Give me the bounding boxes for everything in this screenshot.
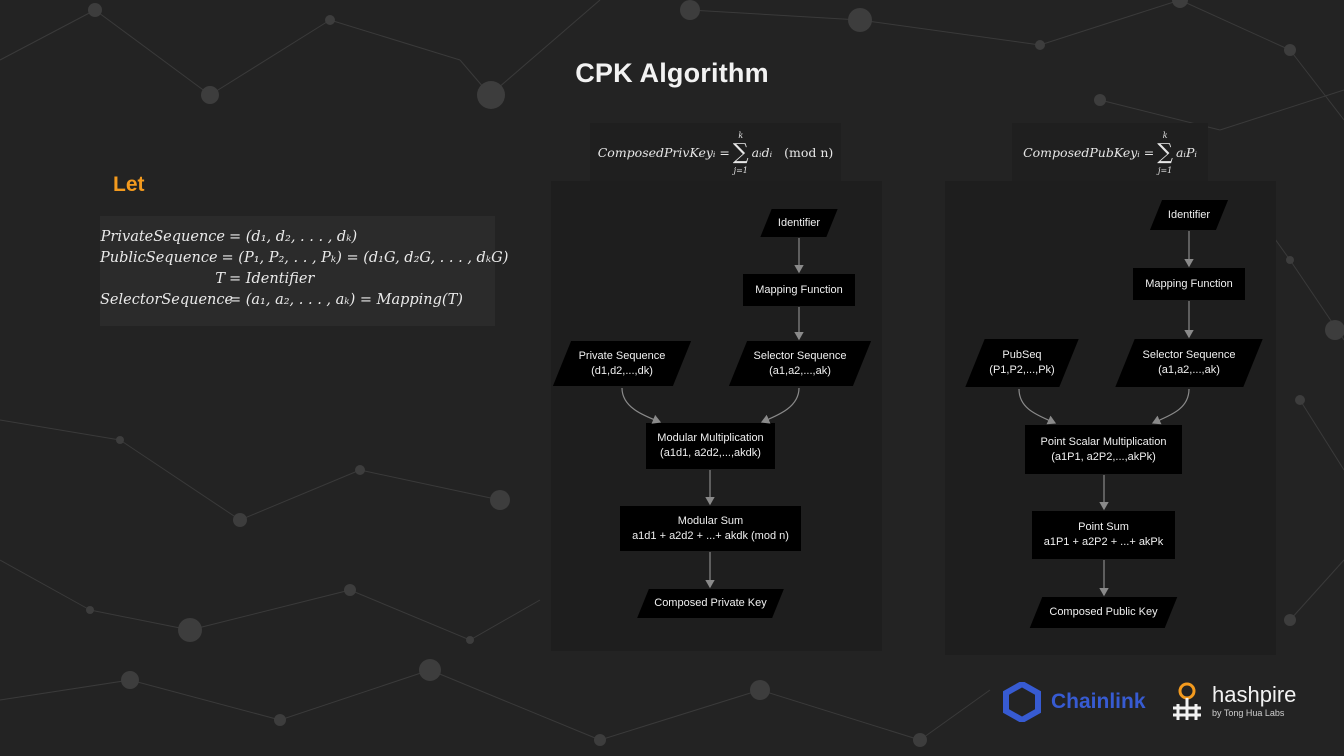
private-sequence-node: Private Sequence (d1,d2,...,dk) [552, 341, 692, 386]
composed-public-key-node: Composed Public Key [1029, 597, 1178, 628]
formula-mod: (mod n) [784, 144, 834, 160]
node-sublabel: (a1d1, a2d2,...,akdk) [660, 447, 761, 459]
point-sum-node: Point Sum a1P1 + a2P2 + ...+ akPk [1032, 511, 1175, 559]
point-scalar-multiplication-node: Point Scalar Multiplication (a1P1, a2P2,… [1025, 425, 1182, 474]
node-label: Point Scalar Multiplication [1040, 435, 1167, 448]
let-label: Let [113, 173, 145, 196]
private-identifier-node: Identifier [760, 209, 838, 237]
sum-lower-bound: j=1 [1157, 165, 1173, 175]
chainlink-hexagon-icon [1003, 682, 1041, 722]
definition-rhs: = (d₁, d₂, . . . , dₖ) [229, 228, 358, 245]
node-label: Modular Sum [677, 514, 744, 527]
node-label: Identifier [1167, 208, 1211, 221]
hashpire-wordmark: hashpire [1212, 682, 1297, 707]
formula-term: aᵢdᵢ [751, 144, 773, 160]
node-label: Selector Sequence [753, 349, 847, 362]
sum-lower-bound: j=1 [733, 165, 748, 175]
private-mapping-function-node: Mapping Function [743, 274, 855, 306]
definition-row: SelectorSequence = (a₁, a₂, . . . , aₖ) … [100, 289, 495, 310]
node-label: Mapping Function [1145, 277, 1233, 290]
definition-row: T = Identifier [100, 268, 495, 289]
sum-upper-bound: k [738, 130, 744, 140]
node-sublabel: a1P1 + a2P2 + ...+ akPk [1043, 536, 1164, 548]
definition-row: PublicSequence = (P₁, P₂, . . , Pₖ) = (d… [100, 247, 508, 268]
public-sequence-node: PubSeq (P1,P2,...,Pk) [965, 339, 1079, 387]
private-flow-panel [551, 181, 882, 651]
node-label: Mapping Function [755, 283, 843, 296]
definition-rhs: = Identifier [229, 270, 315, 287]
public-mapping-function-node: Mapping Function [1133, 268, 1245, 300]
node-sublabel: (a1,a2,...,ak) [1158, 364, 1220, 376]
slide-title: CPK Algorithm [575, 58, 769, 88]
definition-lhs: SelectorSequence [100, 291, 234, 308]
definition-row: PrivateSequence = (d₁, d₂, . . . , dₖ) [100, 226, 495, 247]
chainlink-wordmark: Chainlink [1051, 690, 1146, 713]
hashpire-logo: hashpire by Tong Hua Labs [1170, 680, 1296, 722]
definition-lhs: T [215, 270, 225, 287]
node-sublabel: (d1,d2,...,dk) [591, 364, 653, 377]
node-label: Selector Sequence [1142, 349, 1236, 361]
definition-lhs: PublicSequence [100, 249, 218, 266]
node-sublabel: a1d1 + a2d2 + ...+ akdk (mod n) [632, 529, 789, 542]
hashpire-subtitle: by Tong Hua Labs [1212, 708, 1285, 718]
definition-rhs: = (P₁, P₂, . . , Pₖ) = (d₁G, d₂G, . . . … [221, 249, 509, 266]
sum-upper-bound: k [1162, 130, 1168, 140]
node-label: Private Sequence [578, 349, 666, 362]
node-label: Modular Multiplication [657, 432, 764, 444]
public-flow-panel [945, 181, 1276, 655]
formula-lhs: ComposedPrivKeyᵢ = [597, 144, 730, 160]
formula-lhs: ComposedPubKeyᵢ = [1023, 144, 1155, 160]
node-label: Identifier [777, 216, 821, 229]
definition-rhs: = (a₁, a₂, . . . , aₖ) = Mapping(T) [229, 291, 463, 308]
public-identifier-node: Identifier [1149, 200, 1229, 230]
node-label: PubSeq [1002, 349, 1042, 361]
modular-multiplication-node: Modular Multiplication (a1d1, a2d2,...,a… [646, 423, 775, 469]
composed-private-key-node: Composed Private Key [637, 589, 784, 618]
public-selector-sequence-node: Selector Sequence (a1,a2,...,ak) [1115, 339, 1263, 387]
definition-lhs: PrivateSequence [100, 228, 225, 245]
node-sublabel: (a1,a2,...,ak) [769, 364, 831, 377]
definitions-box: PrivateSequence = (d₁, d₂, . . . , dₖ) P… [100, 216, 508, 326]
node-label: Composed Public Key [1049, 606, 1158, 618]
modular-sum-node: Modular Sum a1d1 + a2d2 + ...+ akdk (mod… [620, 506, 801, 551]
node-sublabel: (P1,P2,...,Pk) [989, 364, 1055, 376]
chainlink-logo: Chainlink [1003, 682, 1146, 722]
formula-term: aᵢPᵢ [1175, 144, 1197, 160]
node-label: Point Sum [1078, 521, 1129, 533]
hashpire-mark-icon [1173, 682, 1201, 720]
private-selector-sequence-node: Selector Sequence (a1,a2,...,ak) [728, 341, 872, 386]
node-sublabel: (a1P1, a2P2,...,akPk) [1051, 450, 1156, 463]
node-label: Composed Private Key [654, 597, 767, 609]
